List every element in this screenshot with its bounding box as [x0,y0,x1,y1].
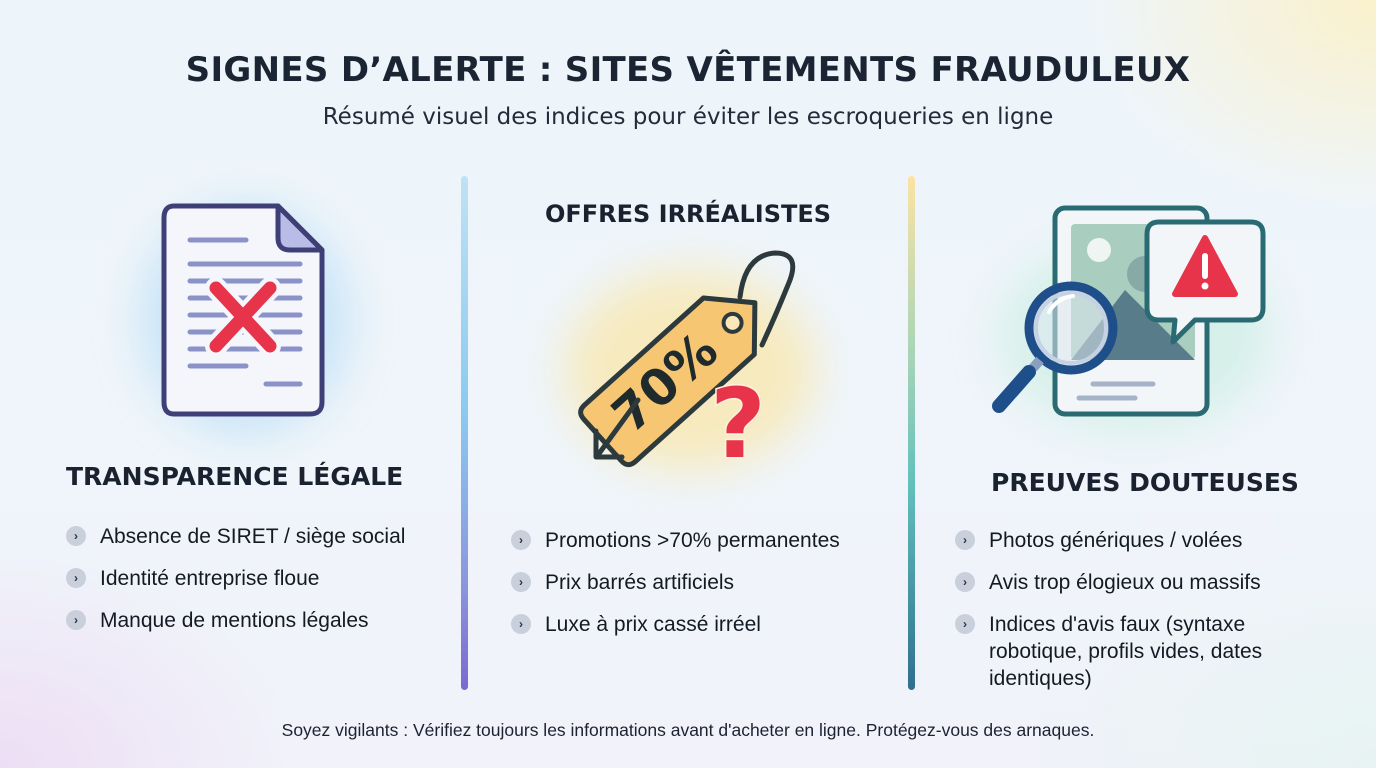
list-item-text: Luxe à prix cassé irréel [545,613,761,636]
column-offres-irrealistes-heading-wrap: OFFRES IRRÉALISTES [470,200,906,228]
list-item-text: Absence de SIRET / siège social [100,525,406,548]
warning-list: › Promotions >70% permanentes › Prix bar… [511,527,901,638]
warning-list: › Photos génériques / volées › Avis trop… [955,527,1315,692]
photo-magnifier-warning-icon [992,205,1266,417]
page-subtitle: Résumé visuel des indices pour éviter le… [322,104,1054,130]
chevron-right-icon: › [511,614,531,634]
list-item: › Prix barrés artificiels [511,569,901,596]
column-divider-right [908,176,915,690]
list-item: › Avis trop élogieux ou massifs [955,569,1315,596]
list-item: › Indices d'avis faux (syntaxe robotique… [955,611,1315,692]
footer-note: Soyez vigilants : Vérifiez toujours les … [281,720,1095,740]
chevron-right-icon: › [955,530,975,550]
chevron-right-icon: › [66,568,86,588]
column-preuves-douteuses: › Photos génériques / volées › Avis trop… [955,527,1315,707]
chevron-right-icon: › [66,610,86,630]
list-item: › Absence de SIRET / siège social [66,523,456,550]
chevron-right-icon: › [955,614,975,634]
list-item-text: Identité entreprise floue [100,567,320,590]
list-item-text: Indices d'avis faux (syntaxe robotique, … [989,613,1263,690]
page-title: SIGNES D’ALERTE : SITES VÊTEMENTS FRAUDU… [185,50,1191,90]
column-divider-left [461,176,468,690]
column-preuves-douteuses-heading-wrap: PREUVES DOUTEUSES [920,468,1370,497]
list-item-text: Avis trop élogieux ou massifs [989,571,1261,594]
question-mark: ? [710,368,766,470]
list-item-text: Manque de mentions légales [100,609,369,632]
chevron-right-icon: › [66,526,86,546]
chevron-right-icon: › [955,572,975,592]
column-heading: TRANSPARENCE LÉGALE [66,462,404,491]
chevron-right-icon: › [511,530,531,550]
chevron-right-icon: › [511,572,531,592]
column-offres-irrealistes: › Promotions >70% permanentes › Prix bar… [511,527,901,653]
document-with-red-x-icon [161,203,325,417]
list-item: › Manque de mentions légales [66,607,456,634]
list-item: › Luxe à prix cassé irréel [511,611,901,638]
warning-list: › Absence de SIRET / siège social › Iden… [66,523,456,634]
column-heading: PREUVES DOUTEUSES [991,468,1299,497]
column-transparence-legale: TRANSPARENCE LÉGALE › Absence de SIRET /… [66,462,456,649]
list-item: › Promotions >70% permanentes [511,527,901,554]
list-item-text: Promotions >70% permanentes [545,529,840,552]
header: SIGNES D’ALERTE : SITES VÊTEMENTS FRAUDU… [0,50,1376,130]
list-item-text: Prix barrés artificiels [545,571,735,594]
price-tag-question-icon: 70% ? [578,250,796,470]
column-heading: OFFRES IRRÉALISTES [544,200,832,228]
list-item: › Photos génériques / volées [955,527,1315,554]
list-item-text: Photos génériques / volées [989,529,1243,552]
list-item: › Identité entreprise floue [66,565,456,592]
